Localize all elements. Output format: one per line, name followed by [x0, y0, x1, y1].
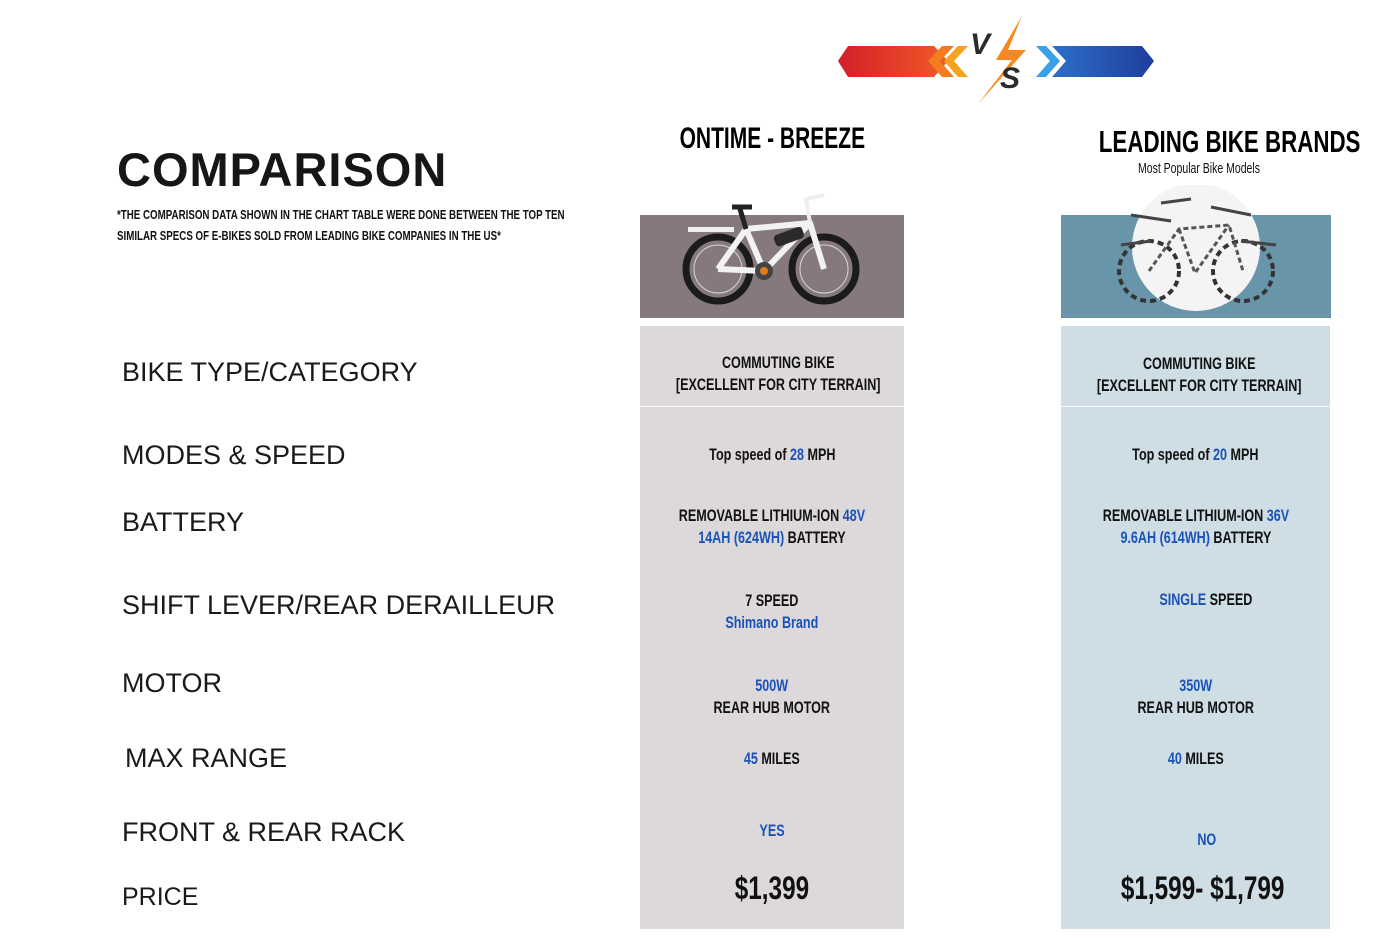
leading-max-range: 40 MILES	[1167, 749, 1224, 768]
ontime-price: $1,399	[734, 870, 810, 906]
leading-rack: NO	[1197, 830, 1216, 849]
note-line-1: *THE COMPARISON DATA SHOWN IN THE CHART …	[117, 208, 565, 222]
leading-modes-speed: Top speed of 20 MPH	[1132, 445, 1259, 464]
comparison-note: *THE COMPARISON DATA SHOWN IN THE CHART …	[117, 205, 565, 247]
vs-banner: V S	[838, 16, 1154, 104]
leading-battery: REMOVABLE LITHIUM-ION 36V 9.6AH (614WH) …	[1102, 506, 1289, 547]
row-label-price: PRICE	[122, 883, 199, 911]
ontime-shift-lever: 7 SPEED Shimano Brand	[725, 591, 819, 632]
vs-letter-s: S	[1000, 62, 1020, 95]
ontime-bike-image	[640, 193, 904, 318]
leading-bike-type: COMMUTING BIKE [EXCELLENT FOR CITY TERRA…	[1096, 354, 1302, 395]
ontime-motor: 500W REAR HUB MOTOR	[713, 676, 831, 717]
leading-motor: 350W REAR HUB MOTOR	[1137, 676, 1254, 717]
ontime-rack: YES	[759, 821, 785, 840]
left-arrow-icon	[838, 46, 968, 77]
row-label-shift-lever: SHIFT LEVER/REAR DERAILLEUR	[122, 590, 556, 620]
row-label-battery: BATTERY	[122, 507, 245, 537]
row-label-bike-type: BIKE TYPE/CATEGORY	[122, 357, 418, 387]
leading-bike-image	[1061, 185, 1331, 318]
right-arrow-icon	[1036, 46, 1154, 77]
row-label-rack: FRONT & REAR RACK	[122, 817, 406, 847]
ontime-column	[640, 326, 904, 929]
ontime-modes-speed: Top speed of 28 MPH	[708, 445, 836, 464]
leading-subheading: Most Popular Bike Models	[1138, 160, 1260, 177]
row-label-motor: MOTOR	[122, 668, 222, 698]
ontime-heading: ONTIME - BREEZE	[679, 122, 866, 155]
page-title: COMPARISON	[117, 143, 448, 196]
row-label-modes-speed: MODES & SPEED	[122, 440, 346, 470]
leading-price: $1,599- $1,799	[1120, 870, 1285, 906]
ontime-battery: REMOVABLE LITHIUM-ION 48V 14AH (624WH) B…	[678, 506, 866, 547]
leading-column	[1061, 326, 1330, 929]
row-label-max-range: MAX RANGE	[125, 743, 288, 773]
ontime-bike-type: COMMUTING BIKE [EXCELLENT FOR CITY TERRA…	[675, 353, 881, 394]
ontime-max-range: 45 MILES	[744, 749, 800, 768]
bike-collage-icon	[1117, 185, 1277, 311]
leading-shift-lever: SINGLE SPEED	[1159, 590, 1252, 609]
vs-letter-v: V	[970, 28, 993, 61]
leading-heading: LEADING BIKE BRANDS	[1098, 124, 1361, 159]
note-line-2: SIMILAR SPECS OF E-BIKES SOLD FROM LEADI…	[117, 229, 501, 243]
bike-icon	[682, 193, 860, 305]
lightning-bolt-icon	[978, 16, 1026, 104]
